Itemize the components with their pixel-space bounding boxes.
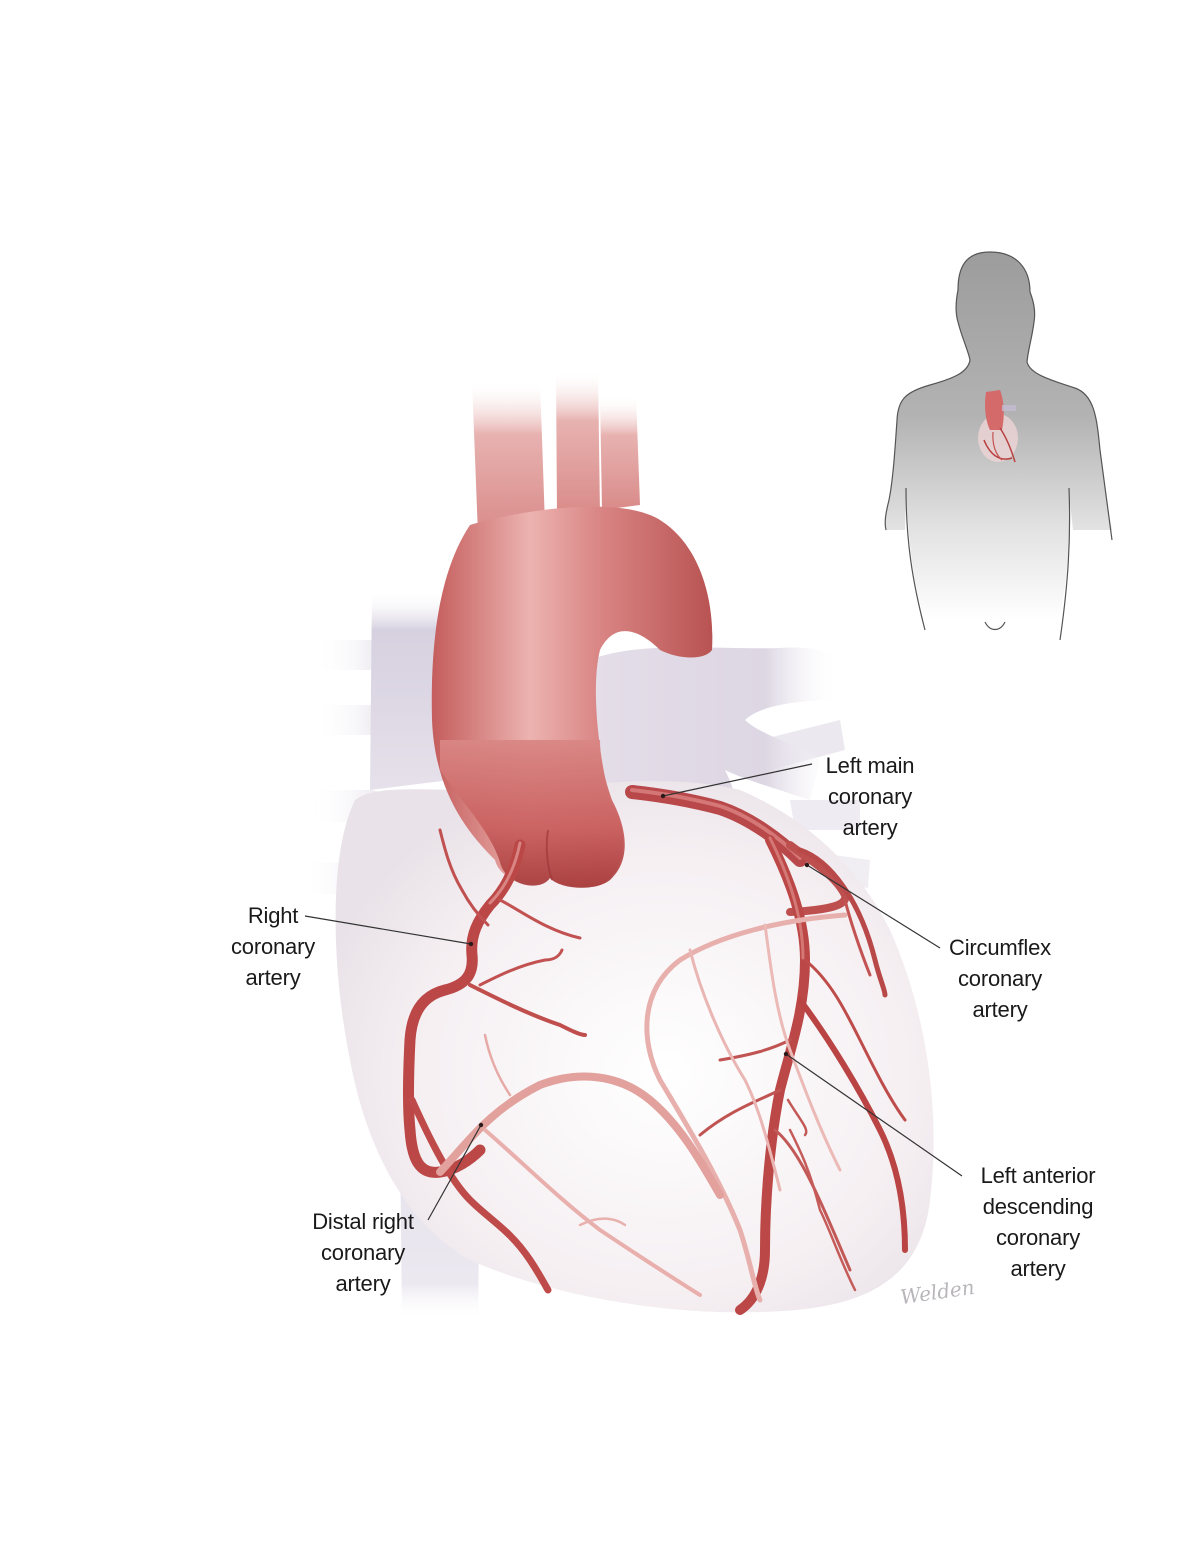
mini-heart-icon [978,390,1018,463]
leader-lines [304,763,963,1221]
leader-lad [785,1053,963,1177]
leader-left-main [662,763,813,797]
right-coronary-artery [403,839,526,1178]
left-subclavian-artery [600,395,640,510]
label-right-coronary-artery: Right coronary artery [231,903,315,990]
heart-illustration [300,370,963,1320]
leader-right-coronary [304,915,472,945]
circumflex-coronary-artery [786,841,850,916]
torso-outline [884,251,991,531]
left-carotid-artery [556,370,600,515]
leader-distal-right [427,1124,482,1221]
label-left-anterior-descending-artery: Left anterior descending coronary artery [980,1163,1096,1281]
torso-silhouette-inset [884,251,1113,641]
coronary-arteries [403,785,908,1315]
aortic-root [440,740,625,888]
superior-vena-cava [370,590,450,790]
label-left-main-coronary-artery: Left main coronary artery [825,753,915,840]
leader-circumflex [806,864,941,949]
label-circumflex-coronary-artery: Circumflex coronary artery [949,935,1051,1022]
brachiocephalic-artery [472,380,545,535]
leader-anchor-dots [468,793,810,1128]
label-distal-right-coronary-artery: Distal right coronary artery [312,1209,414,1296]
